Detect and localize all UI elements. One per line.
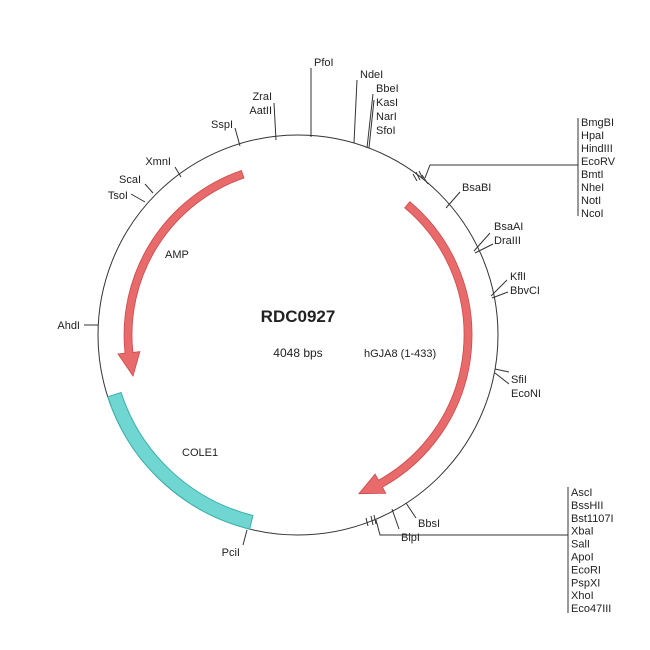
site-ndei[interactable]: NdeI	[353, 69, 383, 144]
site-label: BbvCI	[510, 285, 540, 297]
site-label: KasI	[376, 97, 398, 109]
site-xmni[interactable]: XmnI	[145, 156, 182, 178]
site-label: BmgBI	[581, 117, 614, 129]
site-tsoi[interactable]: TsoI	[108, 190, 146, 203]
site-label: XbaI	[571, 526, 594, 538]
site-label: BsaAI	[494, 221, 523, 233]
site-label: BbsI	[418, 518, 440, 530]
amp-arrow[interactable]	[117, 169, 245, 378]
site-label: HindIII	[581, 143, 613, 155]
site-label: BmtI	[581, 169, 604, 181]
site-label: NheI	[581, 182, 604, 194]
site-label: ScaI	[119, 174, 141, 186]
site-scai[interactable]: ScaI	[119, 174, 154, 194]
site-label: SfoI	[376, 125, 396, 137]
site-sspi[interactable]: SspI	[211, 119, 241, 147]
site-label: BbeI	[376, 83, 399, 95]
amp-label: AMP	[165, 249, 189, 261]
site-label: NdeI	[360, 69, 383, 81]
site-label: XmnI	[145, 156, 171, 168]
site-label: AhdI	[57, 320, 80, 332]
site-label: SfiI	[511, 374, 527, 386]
site-label: HpaI	[581, 130, 604, 142]
site-label: EcoRV	[581, 156, 616, 168]
site-label: NotI	[581, 195, 601, 207]
cole1-label: COLE1	[182, 447, 218, 459]
cole1-feature[interactable]	[107, 391, 254, 530]
backbone-circle	[97, 134, 499, 536]
hgja8-arrow[interactable]	[358, 201, 473, 495]
site-label: BssHII	[571, 500, 603, 512]
mcs-bottom-cluster[interactable]: AscIBssHIIBst1107IXbaISalIApoIEcoRIPspXI…	[365, 487, 614, 615]
plasmid-size: 4048 bps	[273, 346, 322, 360]
site-label: Eco47III	[571, 603, 611, 615]
site-label: AatII	[249, 105, 272, 117]
site-kfli-group[interactable]: KflI BbvCI	[490, 271, 540, 299]
hgja8-label: hGJA8 (1-433)	[364, 348, 436, 360]
site-pfoi[interactable]: PfoI	[310, 57, 334, 137]
site-bbsi[interactable]: BbsI	[405, 502, 440, 530]
site-bbei-group[interactable]: BbeI KasI NarI SfoI	[366, 83, 399, 149]
site-label: AscI	[571, 487, 592, 499]
site-label: EcoNI	[511, 388, 541, 400]
site-label: Bst1107I	[571, 513, 614, 525]
site-label: DraIII	[494, 235, 521, 247]
site-label: KflI	[510, 271, 526, 283]
site-label: BlpI	[401, 532, 420, 544]
site-bsabi[interactable]: BsaBI	[445, 182, 491, 209]
site-bsaai-group[interactable]: BsaAI DraIII	[473, 221, 523, 254]
site-ahdi[interactable]: AhdI	[57, 320, 98, 332]
site-label: SalI	[571, 539, 590, 551]
site-label: NcoI	[581, 208, 604, 220]
site-label: NarI	[376, 111, 397, 123]
site-label: ApoI	[571, 552, 594, 564]
site-label: PciI	[222, 547, 240, 559]
site-label: SspI	[211, 119, 233, 131]
site-label: ZraI	[252, 91, 272, 103]
site-label: PspXI	[571, 577, 600, 589]
site-zrai-group[interactable]: ZraI AatII	[249, 91, 277, 141]
site-pcii[interactable]: PciI	[222, 529, 248, 559]
site-label: PfoI	[314, 57, 334, 69]
site-label: BsaBI	[462, 182, 491, 194]
site-sfii-group[interactable]: SfiI EcoNI	[494, 368, 541, 400]
site-label: XhoI	[571, 590, 594, 602]
site-blpi[interactable]: BlpI	[391, 508, 420, 544]
site-label: EcoRI	[571, 564, 601, 576]
plasmid-name: RDC0927	[261, 307, 336, 326]
site-label: TsoI	[108, 190, 128, 202]
